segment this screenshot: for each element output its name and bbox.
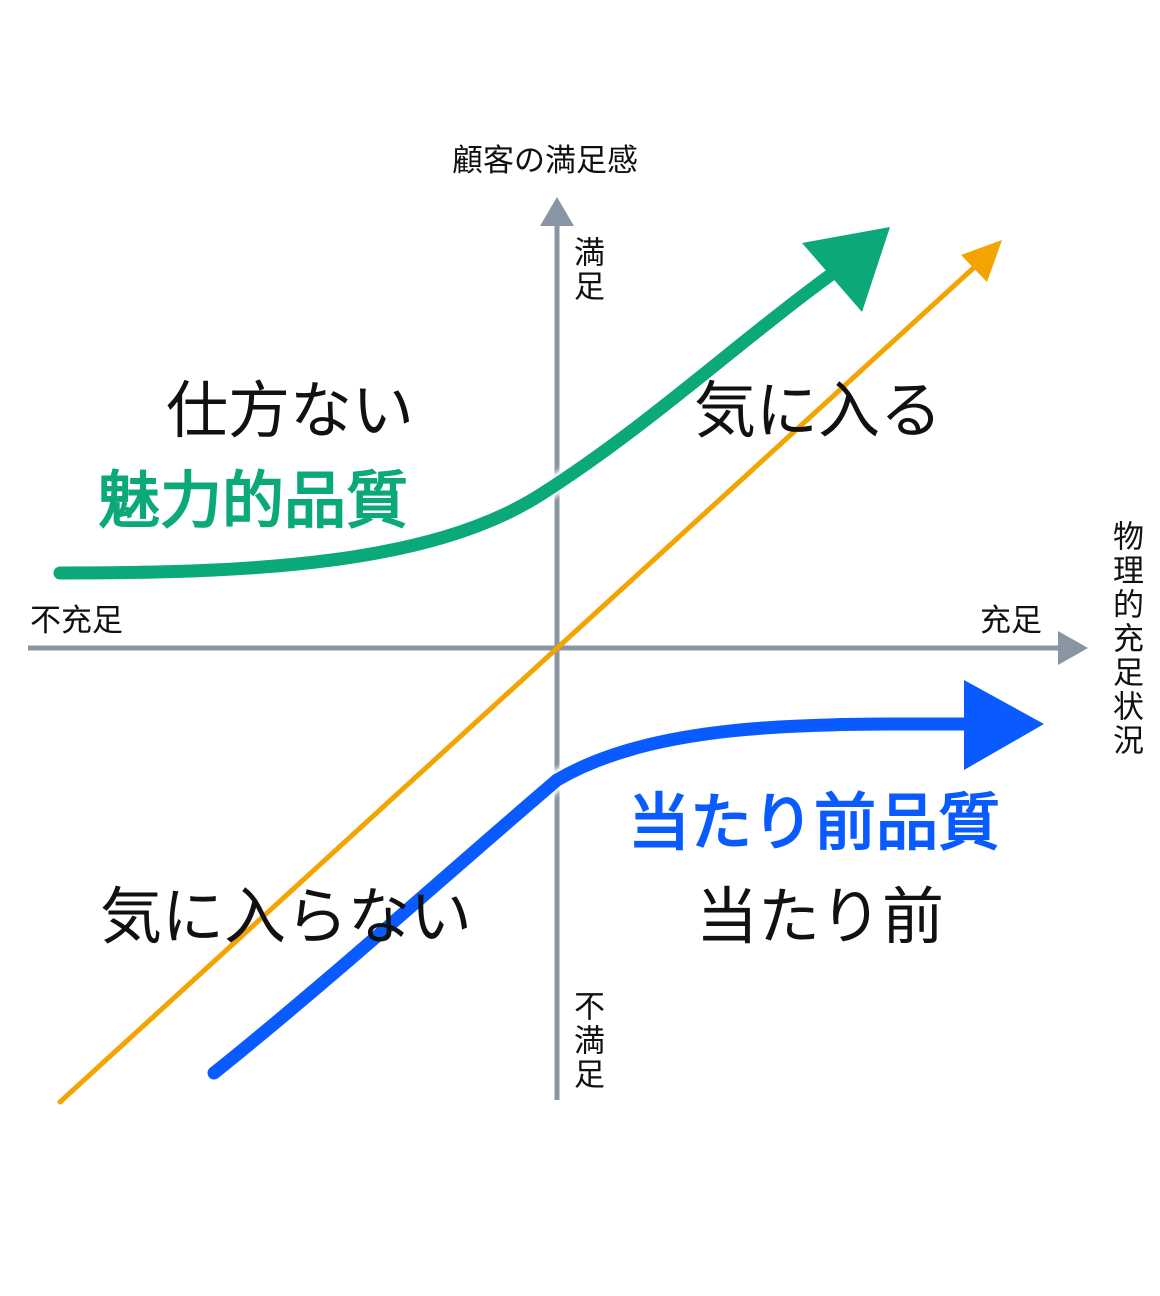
attractive-quality-label: 魅力的品質: [98, 464, 409, 537]
attractive-quality-arrowhead: [802, 227, 890, 312]
must-be-quality-arrowhead: [964, 680, 1044, 770]
attractive-quality-curve: [53, 261, 847, 580]
must-be-quality-label: 当たり前品質: [628, 786, 1001, 859]
quadrant-top-left-label: 仕方ない: [166, 374, 415, 447]
x-axis-right-label: 充足: [980, 603, 1042, 639]
y-axis-top-label: 満足: [568, 236, 604, 304]
one-dimensional-quality-line: [57, 259, 983, 1105]
x-axis-left-label: 不充足: [30, 603, 123, 639]
x-axis-title: 物理的充足状況: [1107, 520, 1143, 758]
y-axis-bottom-label: 不満足: [568, 990, 604, 1092]
x-axis-arrowhead: [1058, 631, 1088, 665]
y-axis-title: 顧客の満足感: [452, 143, 638, 179]
quadrant-bottom-right-label: 当たり前: [696, 880, 945, 953]
one-dimensional-quality-arrowhead: [961, 240, 1002, 282]
quadrant-bottom-left-label: 気に入らない: [100, 880, 473, 953]
y-axis-arrowhead: [540, 197, 574, 226]
quadrant-top-right-label: 気に入る: [694, 374, 943, 447]
must-be-quality-curve: [207, 717, 973, 1080]
